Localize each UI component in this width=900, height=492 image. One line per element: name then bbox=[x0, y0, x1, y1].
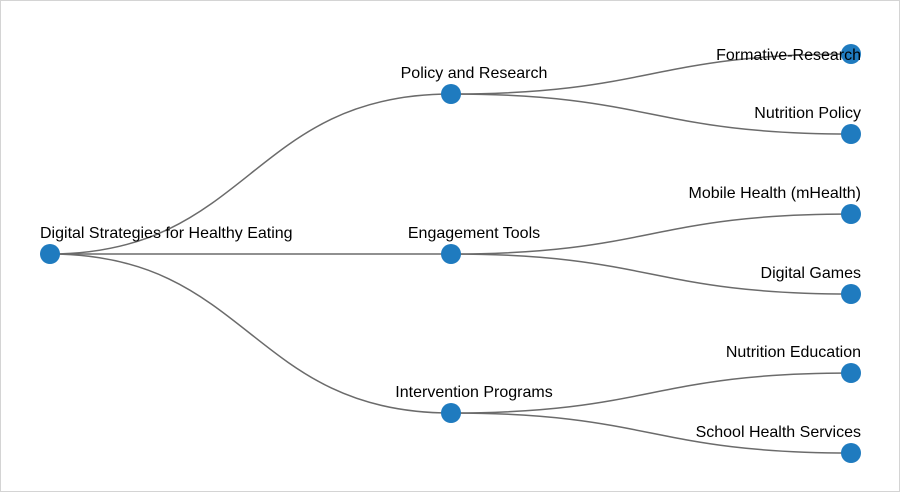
label-nutrition-education: Nutrition Education bbox=[726, 344, 861, 361]
node-intervention-programs[interactable] bbox=[441, 403, 461, 423]
link-policy-nutrition-policy bbox=[450, 93, 852, 135]
label-root: Digital Strategies for Healthy Eating bbox=[40, 225, 293, 242]
node-digital-games[interactable] bbox=[841, 284, 861, 304]
link-engagement-games bbox=[450, 253, 852, 295]
link-policy-formative bbox=[450, 53, 852, 95]
link-root-policy bbox=[49, 93, 452, 255]
label-nutrition-policy: Nutrition Policy bbox=[754, 105, 861, 122]
node-engagement-tools[interactable] bbox=[441, 244, 461, 264]
label-digital-games: Digital Games bbox=[761, 265, 861, 282]
node-nutrition-education[interactable] bbox=[841, 363, 861, 383]
label-formative-research: Formative-Research bbox=[716, 47, 861, 64]
label-engagement-tools: Engagement Tools bbox=[408, 225, 540, 242]
link-intervention-education bbox=[450, 372, 852, 414]
label-intervention-programs: Intervention Programs bbox=[395, 384, 552, 401]
label-policy-and-research: Policy and Research bbox=[401, 65, 548, 82]
label-mobile-health: Mobile Health (mHealth) bbox=[688, 185, 861, 202]
node-nutrition-policy[interactable] bbox=[841, 124, 861, 144]
node-root[interactable] bbox=[40, 244, 60, 264]
link-engagement-mhealth bbox=[450, 213, 852, 255]
node-mobile-health[interactable] bbox=[841, 204, 861, 224]
node-formative-research[interactable] bbox=[841, 44, 861, 64]
node-policy-and-research[interactable] bbox=[441, 84, 461, 104]
link-root-intervention bbox=[49, 253, 452, 414]
link-intervention-school bbox=[450, 412, 852, 454]
node-school-health-services[interactable] bbox=[841, 443, 861, 463]
label-school-health-services: School Health Services bbox=[696, 424, 861, 441]
